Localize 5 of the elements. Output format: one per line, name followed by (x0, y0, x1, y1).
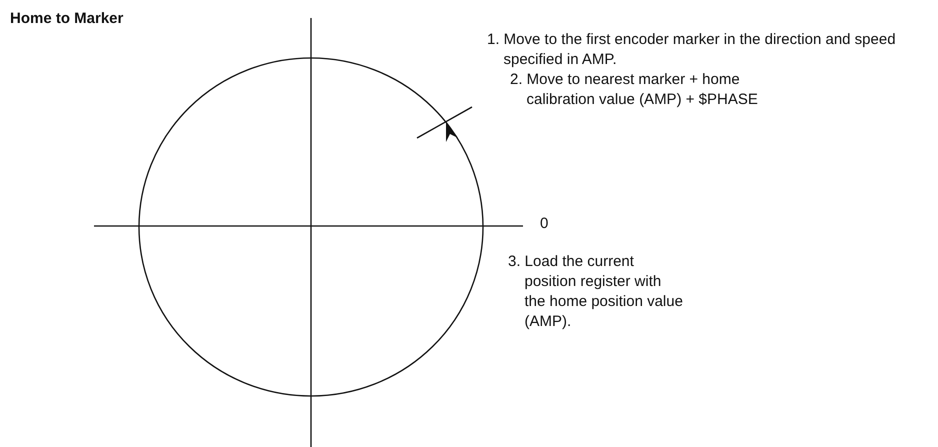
step-note: 1. Move to the first encoder marker in the direction and speed specified in AMP. (487, 30, 897, 70)
step-note: 2. Move to nearest marker + home calibration value (AMP) + $PHASE (510, 70, 759, 110)
step-note: 3. Load the current position register with the home position value (AMP). (508, 252, 684, 332)
zero-position-label: 0 (540, 215, 548, 232)
diagram-title: Home to Marker (10, 10, 124, 27)
